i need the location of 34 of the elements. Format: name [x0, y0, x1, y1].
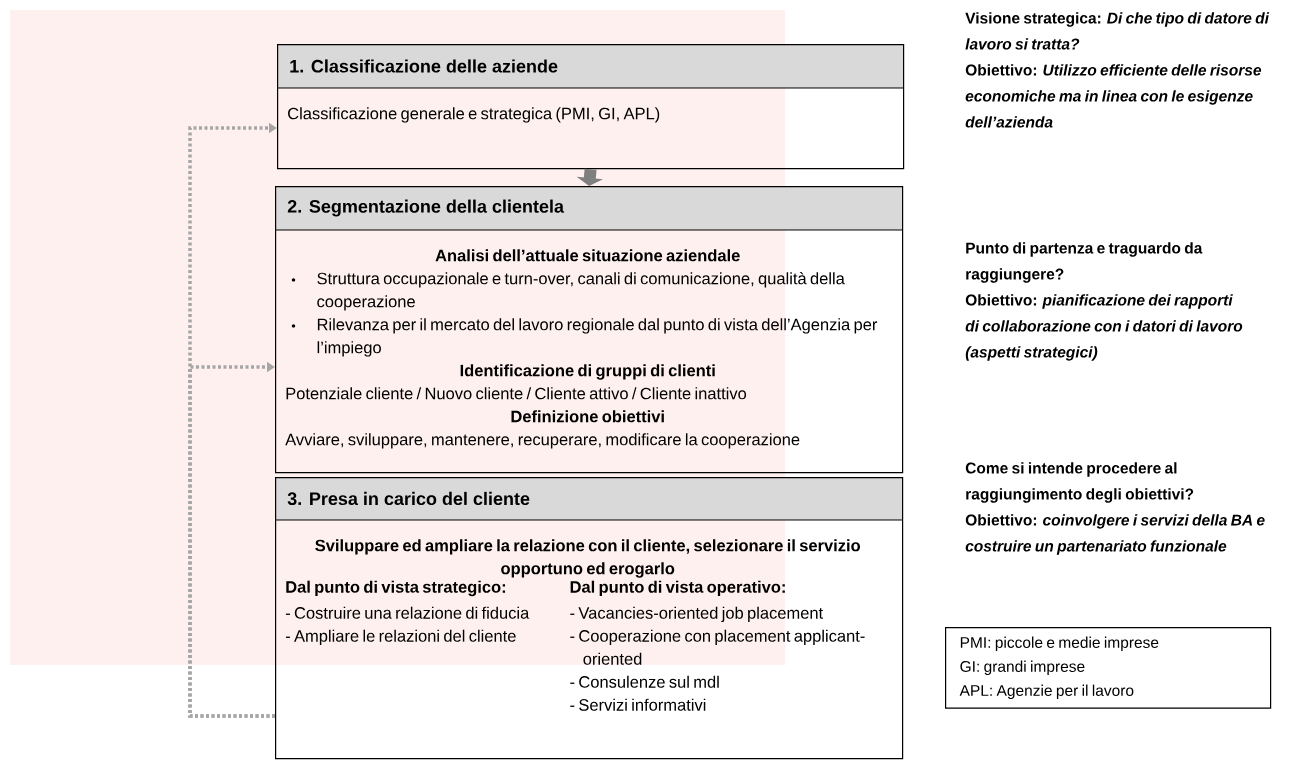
section-heading: Definizione obiettivi	[511, 410, 664, 423]
list-item: Struttura occupazionale e turn-over, canali di comunicazione, qualità della cooperazione	[291, 272, 845, 311]
list-item: - Ampliare le relazioni del cliente	[285, 629, 516, 646]
annotation-text: Obiettivo: pianificazione dei rapporti di collaborazione con i datori di lavoro (aspetti strategici)	[965, 294, 1243, 361]
annotation-text: Come si intende procedere al raggiungimento degli obiettivi?	[965, 462, 1194, 503]
section-heading: Sviluppare ed ampliare la relazione con il cliente, selezionare il servizio opportuno ed erogarlo	[315, 539, 861, 578]
stage-box	[274, 186, 904, 474]
body-text: Avviare, sviluppare, mantenere, recuperare, modificare la cooperazione	[285, 433, 800, 449]
column-heading: Dal punto di vista operativo:	[570, 580, 785, 597]
stage-box	[276, 44, 905, 170]
section-heading: Identificazione di gruppi di clienti	[460, 364, 715, 380]
list-item: - Cooperazione con placement applicant-oriented	[570, 629, 865, 665]
annotation-text: Punto di partenza e traguardo da raggiungere?	[966, 242, 1203, 283]
column-heading: Dal punto di vista strategico:	[286, 580, 506, 597]
stage-heading: 3. Presa in carico del cliente	[287, 491, 530, 506]
arrow	[188, 361, 275, 718]
body-text: Potenziale cliente / Nuovo cliente / Cliente attivo / Cliente inattivo	[286, 387, 747, 400]
stage-box	[274, 477, 904, 760]
list-item: - Vacancies-oriented job placement	[570, 606, 824, 623]
annotation-text: Obiettivo: coinvolgere i servizi della BA e costruire un partenariato funzionale	[965, 514, 1265, 555]
stage-heading: 2. Segmentazione della clientela	[287, 199, 565, 217]
list-item: - Consulenze sul mdl	[570, 675, 719, 688]
stage-heading: 1. Classificazione delle aziende	[290, 59, 558, 73]
section-heading: Analisi dell’attuale situazione aziendale	[435, 249, 740, 262]
glossary-entry: APL: Agenzie per il lavoro	[959, 684, 1134, 700]
list-item: - Costruire una relazione di fiducia	[285, 606, 530, 619]
glossary-entry: PMI: piccole e medie imprese	[960, 636, 1159, 652]
glossary-entry: GI: grandi imprese	[960, 660, 1085, 676]
list-item: - Servizi informativi	[570, 698, 706, 711]
list-item: Rilevanza per il mercato del lavoro regionale dal punto di vista dell’Agenzia per l’impiego	[291, 318, 878, 357]
annotation-text: Obiettivo: Utilizzo efficiente delle risorse economiche ma in linea con le esigenze dell’azienda	[965, 64, 1262, 128]
annotation-text: Visione strategica: Di che tipo di datore di lavoro si tratta?	[965, 12, 1270, 50]
glossary-box	[945, 627, 1272, 709]
body-text: Classificazione generale e strategica (PMI, GI, APL)	[288, 107, 660, 123]
